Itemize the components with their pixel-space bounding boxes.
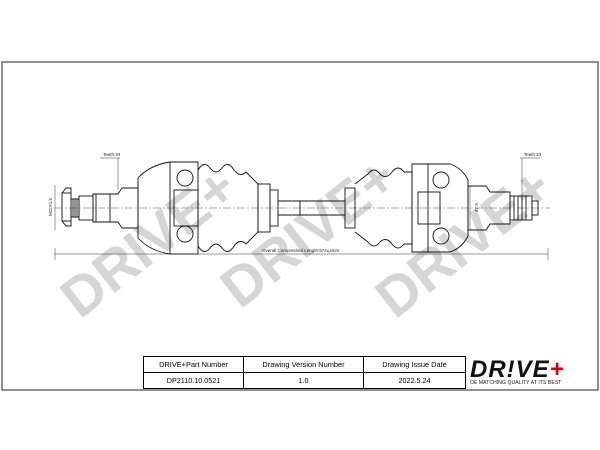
- watermark-group: DRIVE+ DRIVE+ DRIVE+: [49, 144, 563, 329]
- right-cv-ball-top: [432, 171, 450, 189]
- right-cv-ball-bottom: [432, 227, 450, 245]
- label-teeth-right: Teeth:23: [524, 152, 542, 157]
- label-dim-right: 47.9: [474, 203, 479, 212]
- left-nut: [61, 192, 72, 222]
- watermark-1: DRIVE+: [49, 154, 248, 329]
- logo-tagline: OE MATCHING QUALITY AT ITS BEST: [470, 380, 562, 386]
- label-overall-length: Overall Compressed Length:572±4mm: [262, 248, 340, 253]
- header-part-number: DRIVE+Part Number: [143, 356, 244, 373]
- header-version-number: Drawing Version Number: [243, 356, 364, 373]
- logo-wordmark: DR!VE+: [470, 356, 565, 384]
- label-thread-left: M22X1.5: [48, 197, 53, 216]
- value-version-number: 1.0: [243, 372, 364, 389]
- logo-main: DR!VE: [470, 356, 550, 383]
- drawing-frame: [1, 61, 599, 391]
- right-stub-axle: [467, 185, 511, 231]
- title-block-header-row: DRIVE+Part Number Drawing Version Number…: [143, 356, 466, 373]
- driveplus-logo: DR!VE+ OE MATCHING QUALITY AT ITS BEST: [466, 356, 597, 388]
- header-issue-date: Drawing Issue Date: [363, 356, 466, 373]
- left-cv-ball-top: [176, 169, 194, 187]
- value-issue-date: 2022.5.24: [363, 372, 466, 389]
- logo-plus: +: [549, 356, 565, 383]
- right-cv-housing: [411, 163, 469, 253]
- title-block-table: DRIVE+Part Number Drawing Version Number…: [143, 356, 466, 389]
- left-cv-ball-bottom: [176, 225, 194, 243]
- label-teeth-left: Teeth:33: [103, 152, 121, 157]
- drive-shaft: [61, 161, 539, 255]
- annotations: [54, 157, 549, 260]
- title-block: DRIVE+Part Number Drawing Version Number…: [143, 356, 597, 389]
- value-part-number: DP2110.10.0521: [143, 372, 244, 389]
- left-nut-chamfer: [61, 187, 72, 227]
- title-block-value-row: DP2110.10.0521 1.0 2022.5.24: [143, 372, 466, 389]
